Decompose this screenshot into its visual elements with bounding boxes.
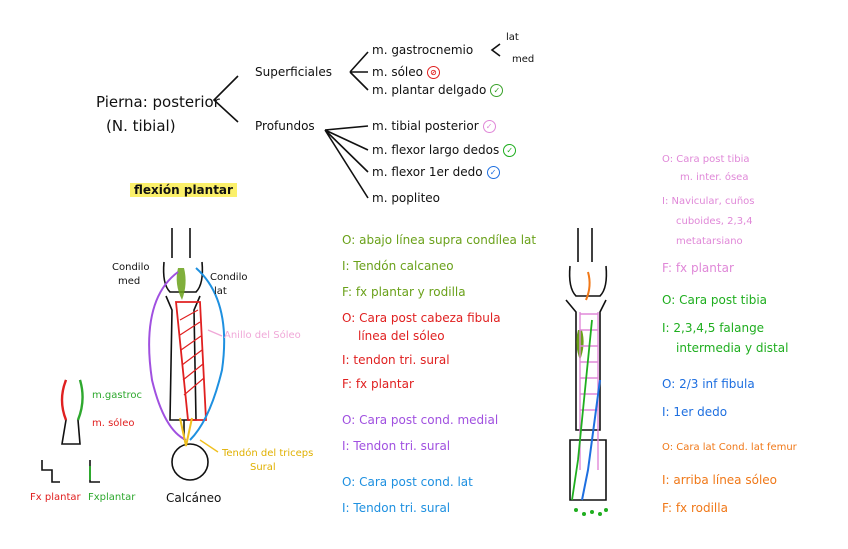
deep-item-popliteo: m. popliteo [372, 191, 440, 205]
sup-item-gastro: m. gastrocnemio [372, 43, 474, 57]
note-item: F: fx plantar [342, 377, 414, 391]
plantaris-belly [176, 268, 186, 300]
gastro-lat-head [189, 267, 226, 441]
fx-plantar-label-2: Fxplantar [88, 492, 136, 503]
note-item: metatarsiano [676, 236, 743, 247]
check-icon: ✓ [490, 84, 504, 97]
diagram-title: flexión plantar [130, 183, 237, 197]
note-item: O: Cara post cond. medial [342, 413, 499, 427]
condilo-med-label-2: med [118, 276, 141, 287]
sup-item-soleo: m. sóleo⊘ [372, 65, 440, 79]
note-item: I: 1er dedo [662, 405, 728, 419]
note-item: F: fx rodilla [662, 501, 728, 515]
flexor-largo-tendon [571, 319, 593, 501]
deep-item-tibial: m. tibial posterior✓ [372, 119, 496, 133]
note-item: I: tendon tri. sural [342, 353, 450, 367]
toe-dots [574, 508, 608, 516]
deep-item-flexor-largo: m. flexor largo dedos✓ [372, 143, 517, 157]
tendon-label: Tendón del triceps [222, 448, 314, 459]
condilo-lat-label-2: lat [214, 286, 227, 297]
check-icon: ✓ [482, 120, 496, 133]
note-item: I: Tendon tri. sural [342, 439, 451, 453]
note-item: I: Tendon tri. sural [342, 501, 451, 515]
deep-item-flexor-1er: m. flexor 1er dedo✓ [372, 165, 500, 179]
gastro-head-lat: lat [506, 32, 519, 43]
condilo-lat-label: Condilo [210, 272, 248, 283]
note-item: m. inter. ósea [680, 172, 749, 183]
note-item: O: Cara lat Cond. lat femur [662, 442, 797, 453]
mini-soleo-label: m. sóleo [92, 418, 135, 429]
anillo-pointer [207, 329, 223, 337]
gastro-head-med: med [512, 54, 535, 65]
tendon-label-2: Sural [250, 462, 276, 473]
note-item: F: fx plantar [662, 261, 734, 275]
anillo-label: Anillo del Sóleo [224, 330, 301, 341]
cross-icon: ⊘ [426, 66, 440, 79]
right-leg-bones [565, 228, 608, 501]
branch-profundos: Profundos [255, 119, 315, 133]
tree-connectors [212, 43, 501, 199]
flexor-1er-tendon [581, 379, 601, 501]
calcaneo-label: Calcáneo [166, 491, 222, 505]
tendon-pointer [199, 439, 219, 453]
note-item: O: Cara post tibia [662, 293, 767, 307]
check-icon: ✓ [503, 144, 517, 157]
note-item: línea del sóleo [358, 329, 445, 343]
note-item: I: Navicular, cuños [662, 196, 755, 207]
note-item: I: arriba línea sóleo [662, 473, 778, 487]
root-title: Pierna: posterior [96, 93, 220, 111]
mini-foot-2 [89, 460, 100, 483]
note-item: F: fx plantar y rodilla [342, 285, 466, 299]
popliteo-origin [585, 271, 591, 301]
soleo-hatch [179, 309, 205, 396]
note-item: I: Tendón calcaneo [342, 259, 454, 273]
sup-item-plantar: m. plantar delgado✓ [372, 83, 504, 97]
tendon-calcaneo [179, 417, 193, 447]
note-item: O: Cara post cond. lat [342, 475, 473, 489]
gastro-med-head [148, 271, 187, 441]
note-item: cuboides, 2,3,4 [676, 216, 753, 227]
mini-foot-1 [41, 460, 60, 483]
condilo-med-label: Condilo [112, 262, 150, 273]
branch-superficiales: Superficiales [255, 65, 332, 79]
note-item: intermedia y distal [676, 341, 789, 355]
note-item: O: 2/3 inf fibula [662, 377, 755, 391]
note-item: O: abajo línea supra condílea lat [342, 233, 537, 247]
note-item: I: 2,3,4,5 falange [662, 321, 765, 335]
root-nerve: (N. tibial) [106, 117, 176, 135]
note-item: O: Cara post tibia [662, 154, 750, 165]
note-item: O: Cara post cabeza fibula [342, 311, 501, 325]
mini-gastro-label: m.gastroc [92, 390, 143, 401]
check-icon: ✓ [486, 166, 500, 179]
soleo-outline [175, 301, 207, 421]
fx-plantar-label-1: Fx plantar [30, 492, 81, 503]
